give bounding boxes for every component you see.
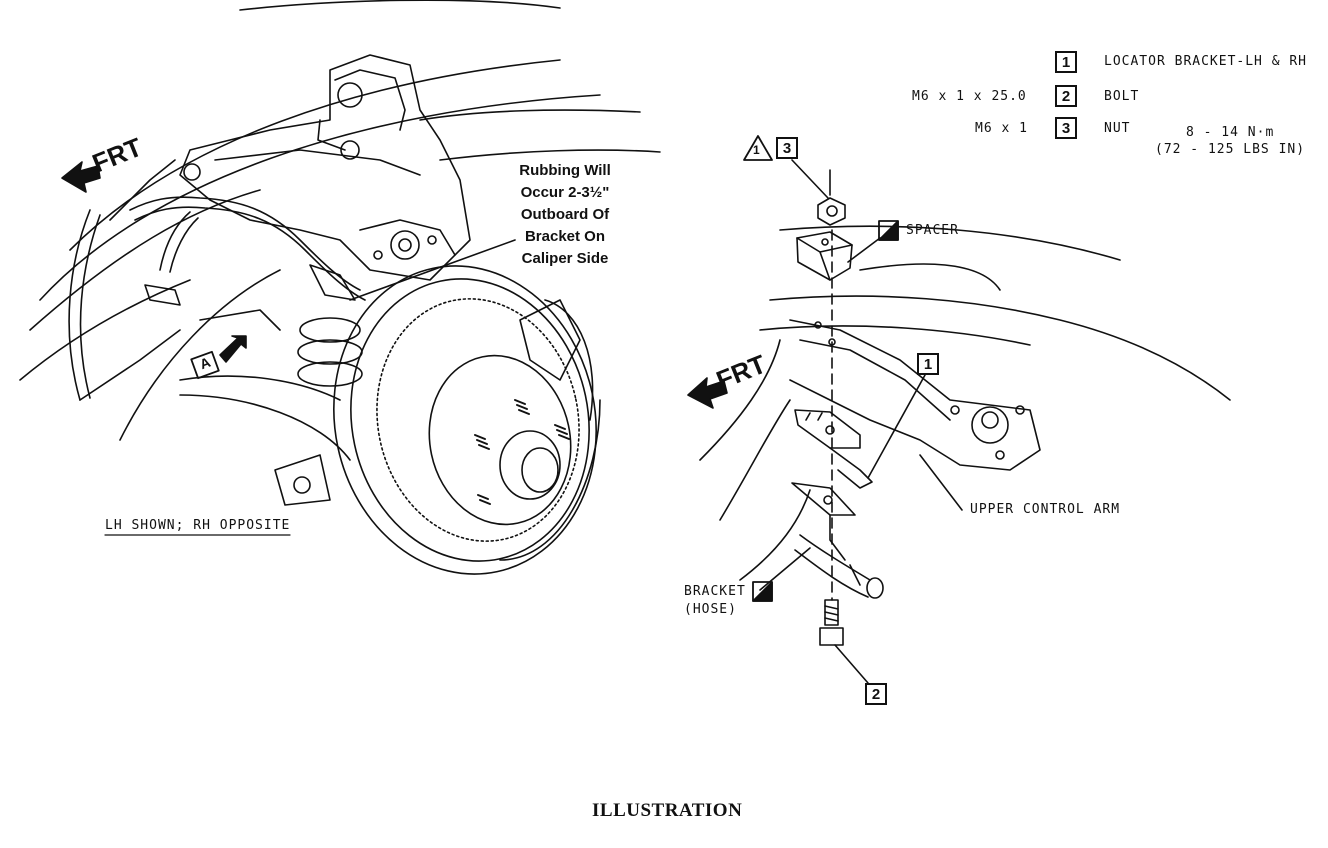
left-coil-spring <box>179 309 363 506</box>
bracket-symbol-icon <box>752 581 773 602</box>
bracket-label-line-1: BRACKET <box>684 584 746 599</box>
brake-hose-part <box>794 534 884 599</box>
upper-control-arm-label: UPPER CONTROL ARM <box>970 502 1121 517</box>
left-body-outline <box>19 0 661 441</box>
legend-name-3: NUT <box>1104 121 1131 136</box>
bolt-callout-leader <box>834 644 869 684</box>
legend-spec-3: M6 x 1 <box>975 121 1028 136</box>
callout-3-nut: 3 <box>776 137 798 159</box>
figure-caption: ILLUSTRATION <box>592 800 743 821</box>
torque-value-imperial: (72 - 125 LBS IN) <box>1155 142 1306 157</box>
view-arrow-a-icon <box>219 335 247 363</box>
callout-2-bolt: 2 <box>865 683 887 705</box>
rubbing-note-line-4: Bracket On <box>524 228 606 245</box>
torque-value-metric: 8 - 14 N·m <box>1186 125 1275 140</box>
shown-label: LH SHOWN; RH OPPOSITE <box>105 518 291 533</box>
rubbing-note-line-1: Rubbing Will <box>519 162 611 179</box>
spacer-label: SPACER <box>906 223 959 238</box>
rubbing-note-line-5: Caliper Side <box>521 250 609 267</box>
nut-callout-leader <box>791 159 829 199</box>
rubbing-note-line-2: Occur 2-3½" <box>520 184 610 201</box>
warning-triangle-icon <box>743 135 773 161</box>
legend-number-2: 2 <box>1055 85 1077 107</box>
nut-part <box>817 169 846 226</box>
rubbing-note-line-3: Outboard Of <box>520 206 610 223</box>
hose-bracket-part <box>791 482 856 561</box>
locator-bracket-part <box>794 409 873 489</box>
spacer-symbol-icon <box>878 220 899 241</box>
left-upper-control-arm <box>179 54 471 281</box>
legend-spec-2: M6 x 1 x 25.0 <box>912 89 1027 104</box>
spacer-leader <box>847 237 881 263</box>
spacer-part <box>796 231 853 281</box>
left-brake-hose <box>68 159 366 401</box>
legend-number-1: 1 <box>1055 51 1077 73</box>
legend-number-3: 3 <box>1055 117 1077 139</box>
left-brake-rotor <box>333 265 601 575</box>
bracket-leader <box>759 547 811 591</box>
warning-symbol-number: 1 <box>753 143 760 157</box>
left-wheel-studs <box>474 399 570 505</box>
bracket-label-line-2: (HOSE) <box>684 602 737 617</box>
upper-arm-leader <box>919 454 963 511</box>
right-body-outline <box>699 225 1231 581</box>
right-upper-control-arm <box>789 319 1041 471</box>
frt-arrow-left-icon <box>61 161 101 193</box>
callout-1-locator-bracket: 1 <box>917 353 939 375</box>
bolt-part <box>819 599 844 646</box>
legend-name-1: LOCATOR BRACKET-LH & RH <box>1104 54 1308 69</box>
locator-callout-leader <box>867 374 926 479</box>
frt-arrow-right-icon <box>687 377 728 409</box>
view-marker-box <box>190 350 220 380</box>
legend-name-2: BOLT <box>1104 89 1140 104</box>
rubbing-note: Rubbing Will Occur 2-3½" Outboard Of Bra… <box>500 160 630 270</box>
rubbing-note-leader <box>349 239 516 301</box>
